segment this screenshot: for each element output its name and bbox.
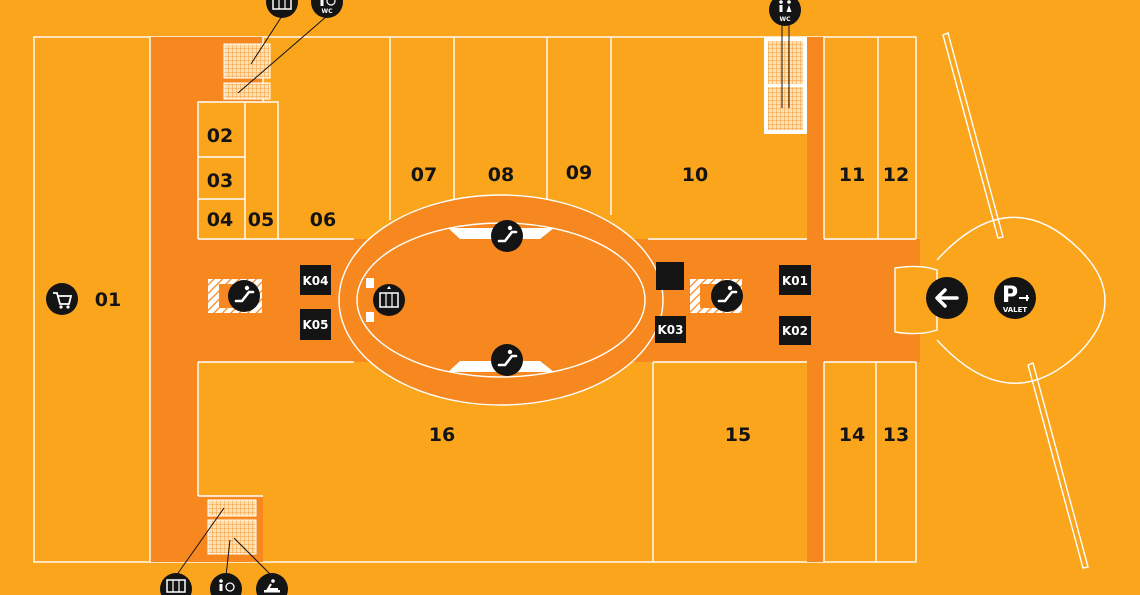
valet-parking-icon[interactable]: P VALET: [994, 277, 1036, 319]
parking-text: P: [1002, 283, 1018, 308]
shop-walls: [149, 37, 916, 562]
valet-text: VALET: [1003, 306, 1028, 314]
escalator-icon[interactable]: [711, 280, 743, 312]
unit-07-label: 07: [411, 164, 437, 186]
unit-09-label: 09: [566, 162, 592, 184]
kiosk-k01[interactable]: K01: [779, 265, 811, 295]
restroom-icon[interactable]: WC: [311, 0, 343, 18]
unit-01-label: 01: [95, 289, 121, 311]
restroom-icon[interactable]: WC: [769, 0, 801, 26]
escalator-icon[interactable]: [228, 280, 260, 312]
unit-08-label: 08: [488, 164, 514, 186]
kiosk-k04[interactable]: K04: [300, 265, 331, 295]
unit-14-label: 14: [839, 424, 865, 446]
kiosk-k02[interactable]: K02: [779, 316, 811, 345]
elevator-icon[interactable]: [160, 573, 192, 595]
entrance-area: [894, 32, 1106, 569]
unit-15-label: 15: [725, 424, 751, 446]
icon-leader-lines: [175, 15, 790, 577]
unit-labels: 01 02 03 04 05 06 07 08 09 10 11 12 13 1…: [95, 125, 909, 446]
kiosk-k03[interactable]: K03: [655, 262, 686, 343]
kiosk-k03-label: K03: [658, 323, 684, 337]
atrium-elevator[interactable]: [366, 278, 405, 322]
kiosk-k05-label: K05: [303, 318, 329, 332]
kiosk-k04-label: K04: [303, 274, 329, 288]
unit-02-label: 02: [207, 125, 233, 147]
service-areas: [207, 37, 807, 555]
escalator-icon[interactable]: [491, 344, 523, 376]
unit-11-label: 11: [839, 164, 865, 186]
unit-03-label: 03: [207, 170, 233, 192]
elevator-icon[interactable]: [373, 284, 405, 316]
kiosk-k01-label: K01: [782, 274, 808, 288]
unit-16-label: 16: [429, 424, 455, 446]
escalator-icon[interactable]: [491, 220, 523, 252]
unit-10-label: 10: [682, 164, 708, 186]
elevator-icon[interactable]: [266, 0, 298, 18]
unit-06-label: 06: [310, 209, 336, 231]
unit-04-label: 04: [207, 209, 233, 231]
wc-text: WC: [779, 16, 791, 23]
baby-change-icon[interactable]: [256, 573, 288, 595]
entrance-arrow-icon[interactable]: [926, 277, 968, 319]
unit-05-label: 05: [248, 209, 274, 231]
unit-13-label: 13: [883, 424, 909, 446]
wheelchair-icon[interactable]: [210, 573, 242, 595]
wc-text: WC: [321, 8, 333, 15]
supermarket-cart-icon[interactable]: [46, 283, 78, 315]
unit-12-label: 12: [883, 164, 909, 186]
kiosk-k02-label: K02: [782, 324, 808, 338]
kiosk-k05[interactable]: K05: [300, 309, 331, 340]
